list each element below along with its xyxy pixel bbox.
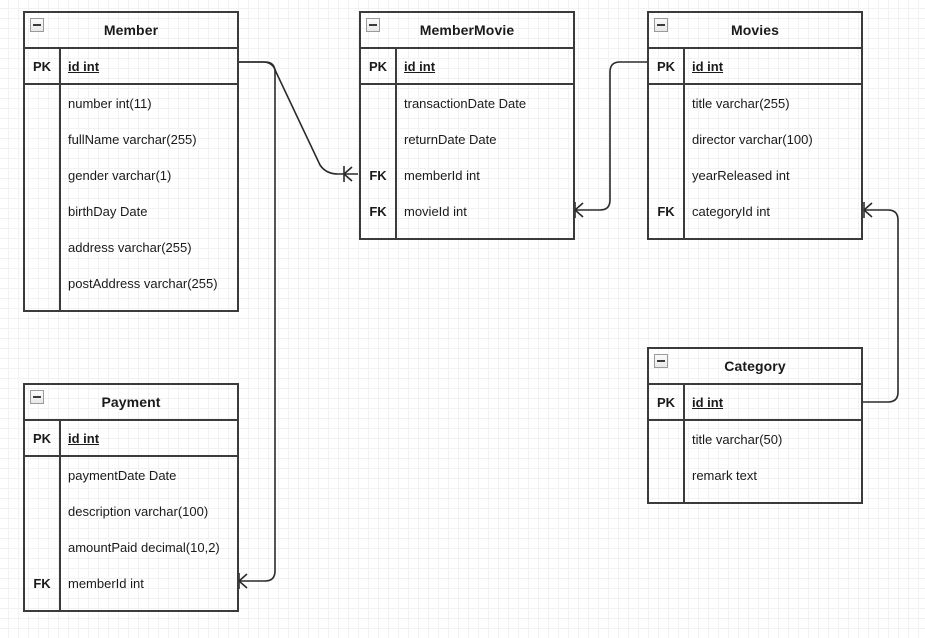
attribute-row-movies-categoryid[interactable]: FK categoryId int <box>649 193 861 229</box>
key-label: FK <box>369 167 387 183</box>
attribute-row-membermovie-returndate[interactable]: returnDate Date <box>361 121 573 157</box>
attribute-name: id int <box>692 58 724 74</box>
minus-box-icon[interactable] <box>654 18 668 32</box>
entity-payment-body: PK id int paymentDate Date description v… <box>25 421 237 610</box>
connector-category-movies <box>862 202 899 403</box>
entity-member-header: Member <box>25 13 237 49</box>
key-label: PK <box>32 58 52 74</box>
minus-box-icon[interactable] <box>654 354 668 368</box>
key-label: FK <box>33 575 51 591</box>
key-label: PK <box>32 430 52 446</box>
attribute-row-member-postaddress[interactable]: postAddress varchar(255) <box>25 265 237 301</box>
attribute-row-movies-yearreleased[interactable]: yearReleased int <box>649 157 861 193</box>
entity-movies[interactable]: Movies PK id int title varchar(255) dire… <box>647 11 863 240</box>
minus-box-icon[interactable] <box>30 18 44 32</box>
entity-payment-title: Payment <box>101 394 161 410</box>
attribute-row-membermovie-id[interactable]: PK id int <box>361 49 573 85</box>
attribute-row-member-id[interactable]: PK id int <box>25 49 237 85</box>
attribute-name: movieId int <box>404 203 467 219</box>
attribute-row-movies-title[interactable]: title varchar(255) <box>649 85 861 121</box>
attribute-name: address varchar(255) <box>68 239 192 255</box>
entity-body-padding <box>25 601 237 619</box>
entity-body-padding <box>649 229 861 247</box>
entity-body-padding <box>361 229 573 247</box>
entity-membermovie[interactable]: MemberMovie PK id int transactionDate Da… <box>359 11 575 240</box>
attribute-name: title varchar(255) <box>692 95 790 111</box>
connector-member-membermovie <box>239 61 358 182</box>
entity-member-body: PK id int number int(11) fullName varcha… <box>25 49 237 310</box>
attribute-name: memberId int <box>404 167 480 183</box>
entity-body-padding <box>25 301 237 319</box>
attribute-row-payment-id[interactable]: PK id int <box>25 421 237 457</box>
key-label: FK <box>657 203 675 219</box>
attribute-row-category-id[interactable]: PK id int <box>649 385 861 421</box>
attribute-row-category-remark[interactable]: remark text <box>649 457 861 493</box>
attribute-name: director varchar(100) <box>692 131 813 147</box>
attribute-name: number int(11) <box>68 95 152 111</box>
entity-movies-header: Movies <box>649 13 861 49</box>
attribute-name: birthDay Date <box>68 203 148 219</box>
entity-membermovie-title: MemberMovie <box>419 22 515 38</box>
attribute-row-member-address[interactable]: address varchar(255) <box>25 229 237 265</box>
attribute-row-membermovie-memberid[interactable]: FK memberId int <box>361 157 573 193</box>
entity-member-title: Member <box>103 22 159 38</box>
attribute-name: gender varchar(1) <box>68 167 172 183</box>
attribute-name: remark text <box>692 467 758 483</box>
key-label: PK <box>656 394 676 410</box>
attribute-row-payment-amountpaid[interactable]: amountPaid decimal(10,2) <box>25 529 237 565</box>
attribute-row-movies-director[interactable]: director varchar(100) <box>649 121 861 157</box>
key-label: FK <box>369 203 387 219</box>
key-label: PK <box>656 58 676 74</box>
attribute-row-category-title[interactable]: title varchar(50) <box>649 421 861 457</box>
attribute-row-member-number[interactable]: number int(11) <box>25 85 237 121</box>
attribute-name: memberId int <box>68 575 144 591</box>
entity-body-padding <box>649 493 861 511</box>
attribute-row-movies-id[interactable]: PK id int <box>649 49 861 85</box>
attribute-name: postAddress varchar(255) <box>68 275 218 291</box>
minus-box-icon[interactable] <box>366 18 380 32</box>
attribute-name: paymentDate Date <box>68 467 177 483</box>
attribute-name: id int <box>692 394 724 410</box>
attribute-row-membermovie-transactiondate[interactable]: transactionDate Date <box>361 85 573 121</box>
connector-movies-membermovie <box>573 61 647 218</box>
entity-category-body: PK id int title varchar(50) remark text <box>649 385 861 502</box>
attribute-row-payment-paymentdate[interactable]: paymentDate Date <box>25 457 237 493</box>
attribute-name: yearReleased int <box>692 167 790 183</box>
minus-box-icon[interactable] <box>30 390 44 404</box>
attribute-name: description varchar(100) <box>68 503 209 519</box>
entity-category-header: Category <box>649 349 861 385</box>
entity-category-title: Category <box>724 358 786 374</box>
attribute-row-payment-description[interactable]: description varchar(100) <box>25 493 237 529</box>
attribute-name: amountPaid decimal(10,2) <box>68 539 220 555</box>
attribute-row-membermovie-movieid[interactable]: FK movieId int <box>361 193 573 229</box>
entity-member[interactable]: Member PK id int number int(11) fullName… <box>23 11 239 312</box>
attribute-name: fullName varchar(255) <box>68 131 197 147</box>
attribute-name: id int <box>404 58 436 74</box>
key-label: PK <box>368 58 388 74</box>
attribute-row-payment-memberid[interactable]: FK memberId int <box>25 565 237 601</box>
entity-payment[interactable]: Payment PK id int paymentDate Date descr… <box>23 383 239 612</box>
attribute-row-member-fullname[interactable]: fullName varchar(255) <box>25 121 237 157</box>
entity-category[interactable]: Category PK id int title varchar(50) rem… <box>647 347 863 504</box>
attribute-name: categoryId int <box>692 203 771 219</box>
entity-membermovie-header: MemberMovie <box>361 13 573 49</box>
connector-member-payment <box>237 61 276 589</box>
attribute-name: id int <box>68 58 100 74</box>
attribute-row-member-birthday[interactable]: birthDay Date <box>25 193 237 229</box>
attribute-name: returnDate Date <box>404 131 497 147</box>
attribute-name: title varchar(50) <box>692 431 783 447</box>
attribute-name: id int <box>68 430 100 446</box>
entity-movies-title: Movies <box>730 22 780 38</box>
entity-membermovie-body: PK id int transactionDate Date returnDat… <box>361 49 573 238</box>
entity-movies-body: PK id int title varchar(255) director va… <box>649 49 861 238</box>
entity-payment-header: Payment <box>25 385 237 421</box>
attribute-row-member-gender[interactable]: gender varchar(1) <box>25 157 237 193</box>
attribute-name: transactionDate Date <box>404 95 527 111</box>
